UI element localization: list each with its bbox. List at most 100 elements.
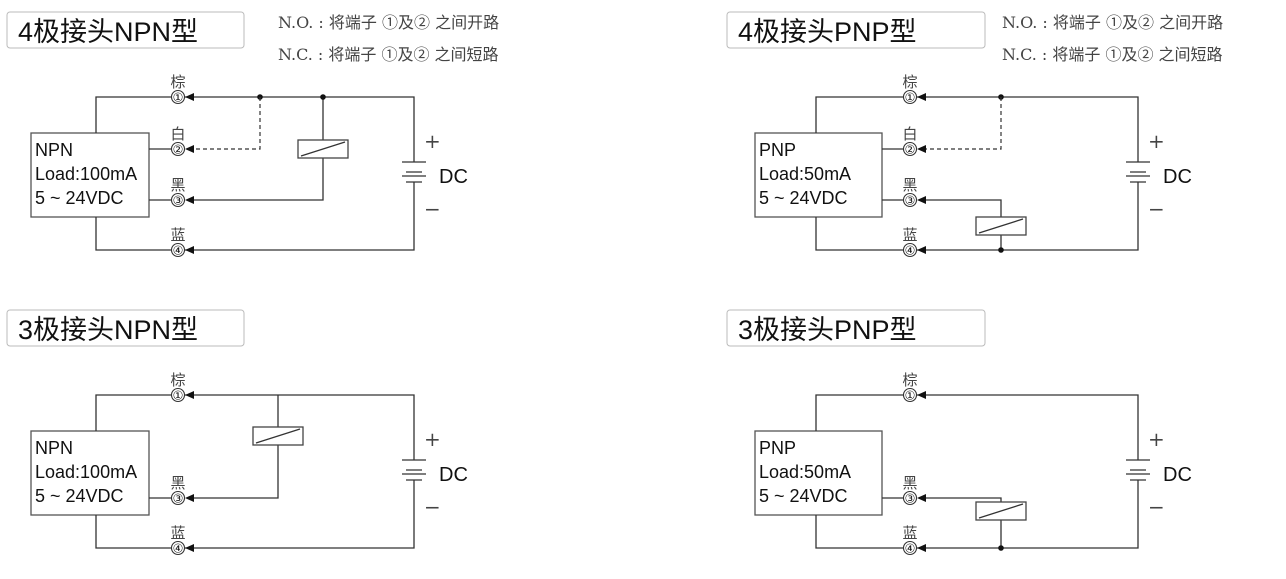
arrow-icon — [917, 145, 926, 153]
sensor-spec-text: Load:100mA — [35, 164, 137, 184]
supply-wire — [184, 394, 415, 549]
sensor-spec-text: 5 ~ 24VDC — [759, 486, 848, 506]
wire-color-label: 棕 — [902, 73, 917, 91]
wire-color-label: 蓝 — [902, 524, 917, 542]
pin-2-circle — [170, 141, 186, 157]
pin-number: ④ — [905, 244, 916, 258]
battery-icon — [1126, 459, 1150, 481]
pin-4-circle — [902, 242, 918, 258]
pin-number: ④ — [905, 542, 916, 556]
arrow-icon — [917, 93, 926, 101]
battery-icon — [402, 161, 426, 183]
arrow-icon — [185, 544, 194, 552]
wire-color-label: 黑 — [170, 474, 185, 492]
dc-label: DC — [1163, 166, 1192, 188]
wire — [815, 394, 904, 549]
sensor-spec-text: PNP — [759, 438, 796, 458]
wire-color-label: 黑 — [170, 176, 185, 194]
junction-dot — [320, 94, 326, 100]
minus-sign: − — [1148, 495, 1165, 519]
dc-label: DC — [439, 464, 468, 486]
load-wire — [194, 395, 279, 499]
supply-wire — [916, 394, 1139, 549]
plus-sign: + — [424, 427, 441, 451]
sensor-spec-text: Load:50mA — [759, 462, 851, 482]
arrow-icon — [917, 196, 926, 204]
sensor-spec-text: Load:100mA — [35, 462, 137, 482]
pin-number: ③ — [905, 492, 916, 506]
note-text: N.O. : 将端子 ①及② 之间开路 — [278, 13, 499, 32]
pin-number: ① — [173, 91, 184, 105]
wire-color-label: 白 — [902, 125, 917, 143]
wire — [95, 96, 172, 251]
arrow-icon — [185, 494, 194, 502]
title-box — [726, 11, 986, 49]
arrow-icon — [185, 196, 194, 204]
panel-title: 4极接头NPN型 — [18, 17, 198, 47]
dc-label: DC — [439, 166, 468, 188]
battery-icon — [1126, 161, 1150, 183]
pin-number: ③ — [173, 194, 184, 208]
panel-title: 3极接头NPN型 — [18, 315, 198, 345]
load-wire — [926, 497, 1002, 548]
pin-number: ④ — [173, 244, 184, 258]
wire-color-label: 蓝 — [170, 226, 185, 244]
pin-2-circle — [902, 141, 918, 157]
pin-number: ① — [173, 389, 184, 403]
pin-3-circle — [902, 490, 918, 506]
pin-3-circle — [170, 192, 186, 208]
minus-sign: − — [424, 197, 441, 221]
sensor-spec-text: Load:50mA — [759, 164, 851, 184]
no-nc-jumper-dashed — [926, 97, 1002, 150]
pin-1-circle — [170, 387, 186, 403]
pin-1-circle — [902, 387, 918, 403]
arrow-icon — [917, 246, 926, 254]
title-box — [6, 11, 245, 49]
pin-1-circle — [902, 89, 918, 105]
wire-color-label: 蓝 — [902, 226, 917, 244]
wire-color-label: 蓝 — [170, 524, 185, 542]
pin-3-circle — [902, 192, 918, 208]
relay-coil-line — [978, 218, 1024, 234]
sensor-box — [754, 132, 883, 218]
pin-4-circle — [170, 540, 186, 556]
wire-color-label: 黑 — [902, 176, 917, 194]
supply-wire — [916, 96, 1139, 251]
title-box — [6, 309, 245, 347]
sensor-spec-text: NPN — [35, 140, 73, 160]
arrow-icon — [185, 145, 194, 153]
relay-coil-line — [300, 141, 346, 157]
sensor-spec-text: PNP — [759, 140, 796, 160]
panel-title: 4极接头PNP型 — [738, 17, 917, 47]
panel-title: 3极接头PNP型 — [738, 315, 917, 345]
pin-number: ③ — [905, 194, 916, 208]
arrow-icon — [185, 93, 194, 101]
sensor-spec-text: 5 ~ 24VDC — [35, 188, 124, 208]
arrow-icon — [917, 544, 926, 552]
minus-sign: − — [424, 495, 441, 519]
pin-1-circle — [170, 89, 186, 105]
no-nc-jumper-dashed — [194, 97, 261, 150]
wire-color-label: 棕 — [170, 73, 185, 91]
plus-sign: + — [1148, 427, 1165, 451]
wire — [815, 96, 904, 251]
wire — [95, 394, 172, 549]
wire-color-label: 白 — [170, 125, 185, 143]
arrow-icon — [917, 494, 926, 502]
sensor-box — [754, 430, 883, 516]
wire-color-label: 棕 — [170, 371, 185, 389]
pin-4-circle — [170, 242, 186, 258]
pin-number: ① — [905, 91, 916, 105]
sensor-box — [30, 132, 150, 218]
load-wire — [194, 97, 324, 201]
supply-wire — [184, 96, 415, 251]
arrow-icon — [185, 246, 194, 254]
pin-3-circle — [170, 490, 186, 506]
sensor-spec-text: 5 ~ 24VDC — [35, 486, 124, 506]
sensor-box — [30, 430, 150, 516]
relay-coil-line — [978, 503, 1024, 519]
